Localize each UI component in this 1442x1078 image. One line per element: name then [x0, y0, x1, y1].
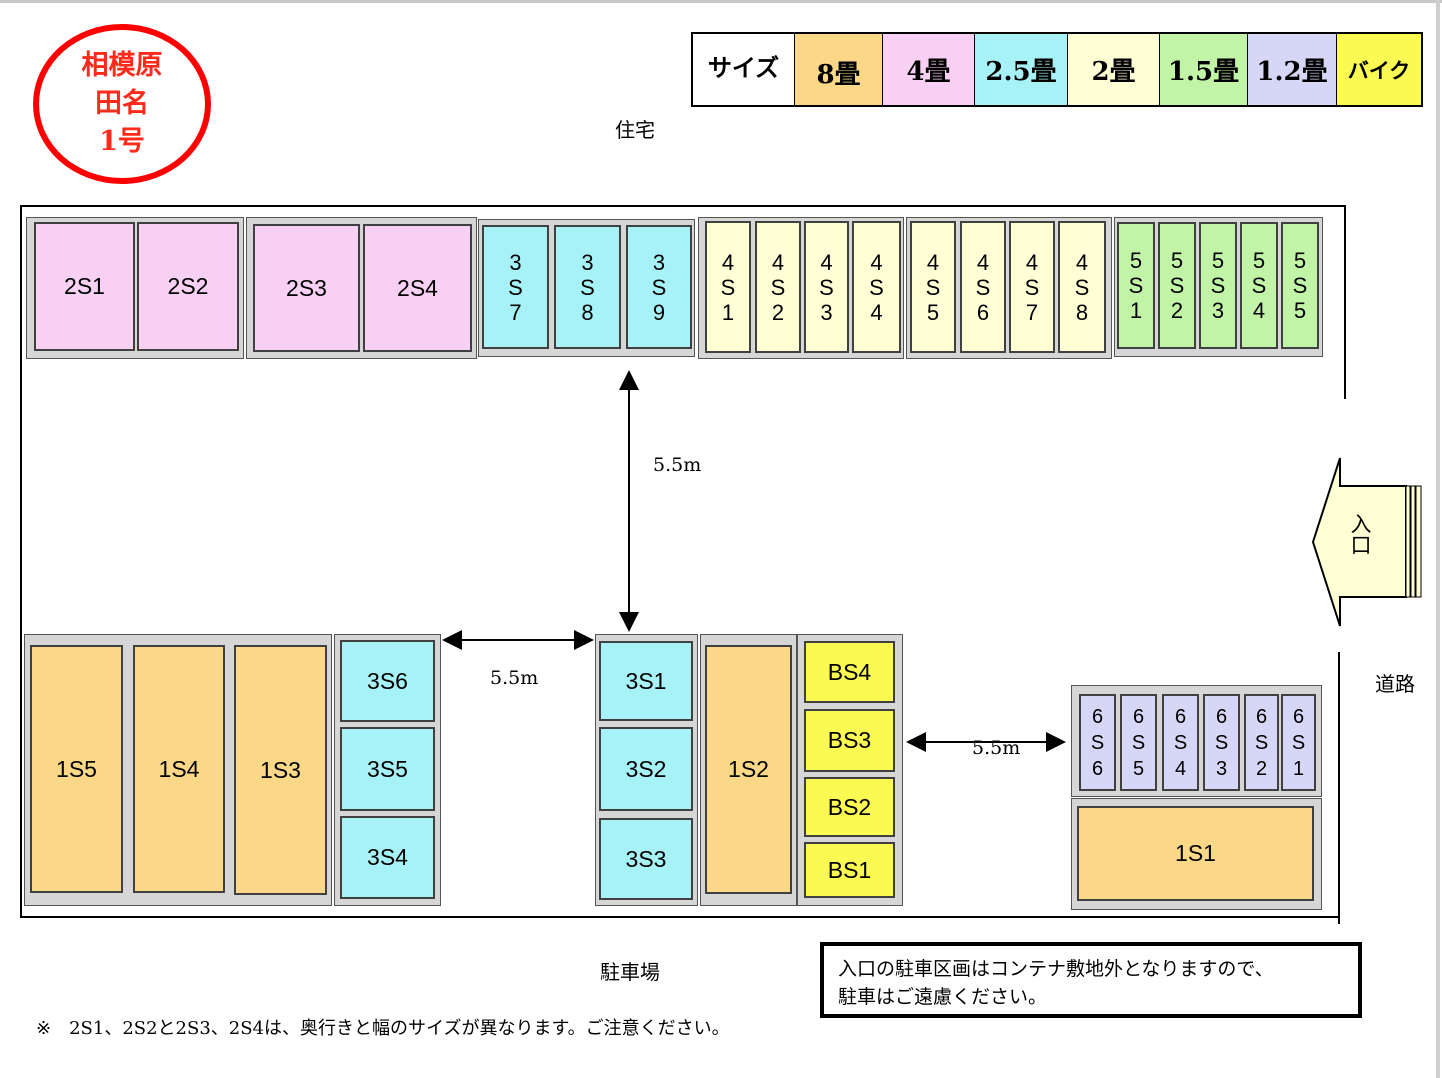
- unit-bs1[interactable]: BS1: [804, 842, 895, 898]
- label-parking: 駐車場: [600, 960, 660, 984]
- dim-label-right: 5.5m: [972, 737, 1021, 759]
- size-legend: サイズ 8畳 4畳 2.5畳 2畳 1.5畳 1.2畳 バイク: [691, 32, 1423, 107]
- dim-label-vertical: 5.5m: [653, 454, 702, 476]
- unit-bs4[interactable]: BS4: [804, 641, 895, 703]
- unit-1s5[interactable]: 1S5: [30, 645, 123, 893]
- unit-3s2[interactable]: 3S2: [599, 727, 693, 811]
- entrance-arrow-icon: [1311, 457, 1422, 627]
- unit-bs3[interactable]: BS3: [804, 709, 895, 772]
- stamp-line-3: 1号: [99, 126, 145, 157]
- unit-3s5[interactable]: 3S5: [340, 727, 435, 811]
- unit-1s1[interactable]: 1S1: [1077, 806, 1314, 901]
- top-border: [0, 0, 1442, 3]
- legend-1-2jo: 1.2畳: [1248, 34, 1337, 105]
- unit-1s3[interactable]: 1S3: [234, 645, 327, 895]
- label-entrance: 入口: [1348, 513, 1372, 555]
- label-road: 道路: [1375, 672, 1415, 696]
- boundary-right-upper: [1344, 205, 1346, 399]
- unit-1s4[interactable]: 1S4: [133, 645, 225, 893]
- unit-1s2[interactable]: 1S2: [705, 645, 792, 894]
- right-border: [1436, 0, 1440, 1078]
- unit-3s3[interactable]: 3S3: [599, 818, 693, 900]
- legend-1-5jo: 1.5畳: [1160, 34, 1248, 105]
- unit-2s4[interactable]: 2S4: [363, 224, 472, 352]
- legend-2jo: 2畳: [1068, 34, 1160, 105]
- site-stamp: 相模原 田名 1号: [33, 24, 211, 184]
- boundary-bottom: [20, 916, 1340, 918]
- legend-8jo: 8畳: [795, 34, 883, 105]
- boundary-left: [20, 205, 22, 918]
- footnote: ※ 2S1、2S2と2S3、2S4は、奥行きと幅のサイズが異なります。ご注意くだ…: [36, 1018, 730, 1039]
- legend-bike: バイク: [1337, 34, 1421, 105]
- unit-bs2[interactable]: BS2: [804, 777, 895, 837]
- legend-header: サイズ: [693, 34, 795, 105]
- boundary-right-lower: [1338, 652, 1340, 924]
- unit-3s6[interactable]: 3S6: [340, 640, 435, 722]
- notice-line-1: 入口の駐車区画はコンテナ敷地外となりますので、: [838, 958, 1274, 980]
- boundary-top: [20, 205, 1346, 207]
- unit-2s2[interactable]: 2S2: [137, 222, 239, 351]
- unit-3s1[interactable]: 3S1: [599, 641, 693, 721]
- label-housing: 住宅: [615, 118, 655, 142]
- notice-line-2: 駐車はご遠慮ください。: [838, 986, 1048, 1008]
- parking-notice: 入口の駐車区画はコンテナ敷地外となりますので、 駐車はご遠慮ください。: [820, 942, 1362, 1018]
- stamp-line-2: 田名: [95, 88, 149, 119]
- unit-3s4[interactable]: 3S4: [340, 816, 435, 899]
- dim-label-left: 5.5m: [490, 667, 539, 689]
- legend-4jo: 4畳: [883, 34, 975, 105]
- unit-2s1[interactable]: 2S1: [34, 222, 135, 351]
- unit-2s3[interactable]: 2S3: [253, 224, 360, 352]
- stamp-line-1: 相模原: [81, 50, 163, 81]
- legend-2-5jo: 2.5畳: [975, 34, 1068, 105]
